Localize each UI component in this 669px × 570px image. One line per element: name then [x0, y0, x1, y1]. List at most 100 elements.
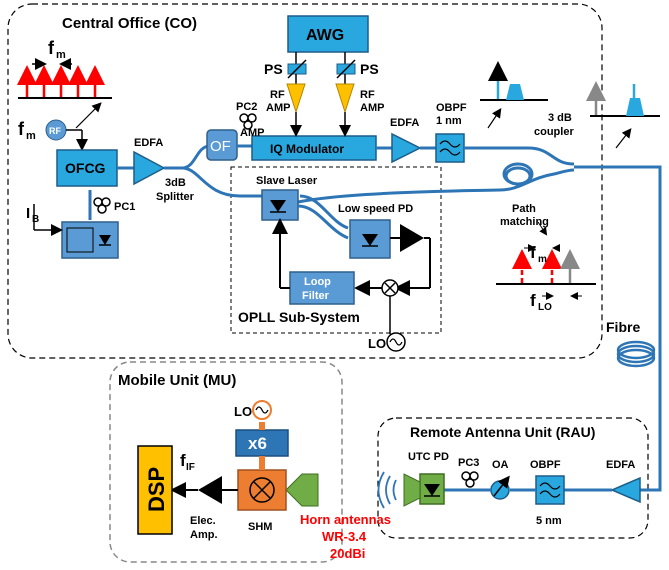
ib-label: I	[26, 205, 30, 222]
mu-horn-antenna	[285, 473, 319, 507]
slave-laser-label: Slave Laser	[256, 175, 318, 187]
path-label-2: matching	[500, 216, 549, 228]
opll-amp	[400, 224, 424, 252]
flo-sub: LO	[538, 302, 552, 313]
splitter-label-1: 3dB	[165, 177, 186, 189]
fif-sub: IF	[186, 462, 195, 473]
co-title: Central Office (CO)	[62, 15, 197, 32]
elec-amp-label-1: Elec.	[190, 515, 216, 527]
fm-spec-sub: m	[538, 254, 547, 265]
ps-left-label: PS	[264, 61, 283, 77]
low-speed-pd-label: Low speed PD	[338, 203, 413, 215]
mu-lo-label: LO	[234, 404, 252, 419]
ps-right-label: PS	[360, 61, 379, 77]
rf-amp-left-label-2: AMP	[266, 102, 290, 114]
ofcg-block	[56, 149, 118, 187]
splitter-label-2: Splitter	[156, 191, 195, 203]
rau-region	[377, 417, 649, 539]
rau-title: Remote Antenna Unit (RAU)	[410, 424, 595, 440]
co-region	[7, 3, 603, 359]
rf-amp-left	[286, 83, 306, 114]
ib-sub: B	[32, 214, 39, 225]
laser-source	[61, 221, 119, 259]
fif-label: f	[180, 451, 186, 470]
opll-title: OPLL Sub-System	[238, 309, 360, 325]
horn-caption-1: Horn antennas	[300, 512, 391, 527]
path-label-1: Path	[512, 203, 536, 215]
fibre-label: Fibre	[606, 319, 640, 335]
mu-title: Mobile Unit (MU)	[118, 372, 236, 389]
awg-label: AWG	[306, 27, 344, 44]
obpf1-label: OBPF	[436, 102, 467, 114]
pc3-label: PC3	[458, 457, 479, 469]
pc2-amp-label: AMP	[240, 127, 264, 139]
loop-filter-label-1: Loop	[304, 276, 331, 288]
edfa1-amp	[133, 150, 166, 186]
fm-rf-label: f	[18, 119, 25, 139]
oa-isolator	[490, 480, 510, 500]
horn-caption-2: WR-3.4	[322, 529, 367, 544]
dsp-label: DSP	[144, 467, 169, 512]
fibre-coil	[616, 340, 656, 368]
obpf1-bw: 1 nm	[436, 115, 462, 127]
fm-spec-label: f	[530, 243, 536, 262]
rau-horn-antenna	[403, 473, 421, 507]
obpf-spectrum	[480, 61, 548, 101]
horn-caption-3: 20dBi	[330, 546, 365, 561]
utc-pd-icon	[424, 484, 440, 496]
shm-block	[237, 469, 287, 511]
slave-laser-icon	[270, 200, 286, 212]
oa-label: OA	[492, 459, 509, 471]
edfa2-label: EDFA	[390, 117, 419, 129]
fm-rf-sub: m	[26, 130, 36, 142]
opll-region	[230, 166, 442, 334]
edfa3-amp	[610, 476, 641, 504]
mu-region	[109, 361, 343, 563]
obpf1-block	[435, 133, 465, 163]
edfa3-label: EDFA	[606, 459, 635, 471]
shm-mixer-icon	[249, 477, 275, 503]
obpf2-bw: 5 nm	[536, 515, 562, 527]
opll-lo-label: LO	[368, 336, 386, 351]
loop-filter-label-2: Filter	[302, 290, 330, 302]
edfa1-label: EDFA	[134, 137, 163, 149]
awg-block	[287, 15, 369, 53]
rf-amp-right	[335, 83, 355, 114]
rf-label: RF	[49, 126, 61, 136]
path-matching-coil	[502, 162, 534, 186]
laser-diode-icon	[99, 235, 111, 245]
fm-top-label: f	[48, 38, 55, 58]
pc2-label: PC2	[236, 101, 257, 113]
coupler-label-1: 3 dB	[548, 112, 572, 124]
of-label: OF	[210, 138, 231, 155]
shm-label: SHM	[248, 521, 272, 533]
pc3-icon	[461, 471, 479, 488]
pc2-icon	[239, 113, 257, 130]
pc1-icon	[93, 197, 111, 214]
coupler-spectrum	[586, 81, 660, 117]
edfa2-amp	[391, 132, 422, 164]
iq-modulator-block	[251, 135, 377, 161]
lo-spectrum	[496, 244, 596, 300]
iq-modulator-label: IQ Modulator	[270, 142, 344, 156]
utc-pd-label: UTC PD	[408, 451, 449, 463]
comb-pointer	[75, 102, 102, 129]
coupler-label-2: coupler	[534, 126, 574, 138]
elec-amp-label-2: Amp.	[190, 529, 218, 541]
obpf2-label: OBPF	[530, 459, 561, 471]
dsp-block	[137, 445, 173, 535]
pc1-label: PC1	[114, 201, 135, 213]
rf-amp-right-label-2: AMP	[360, 102, 384, 114]
ofcg-label: OFCG	[65, 160, 106, 176]
obpf2-block	[535, 475, 565, 505]
fm-top-sub: m	[56, 49, 66, 61]
loop-filter-block	[289, 271, 355, 305]
rf-amp-right-label-1: RF	[360, 89, 375, 101]
rf-amp-left-label-1: RF	[270, 89, 285, 101]
photodiode-icon	[362, 234, 378, 246]
x6-label: x6	[248, 434, 267, 453]
flo-label: f	[530, 291, 536, 310]
elec-amp	[198, 476, 222, 504]
